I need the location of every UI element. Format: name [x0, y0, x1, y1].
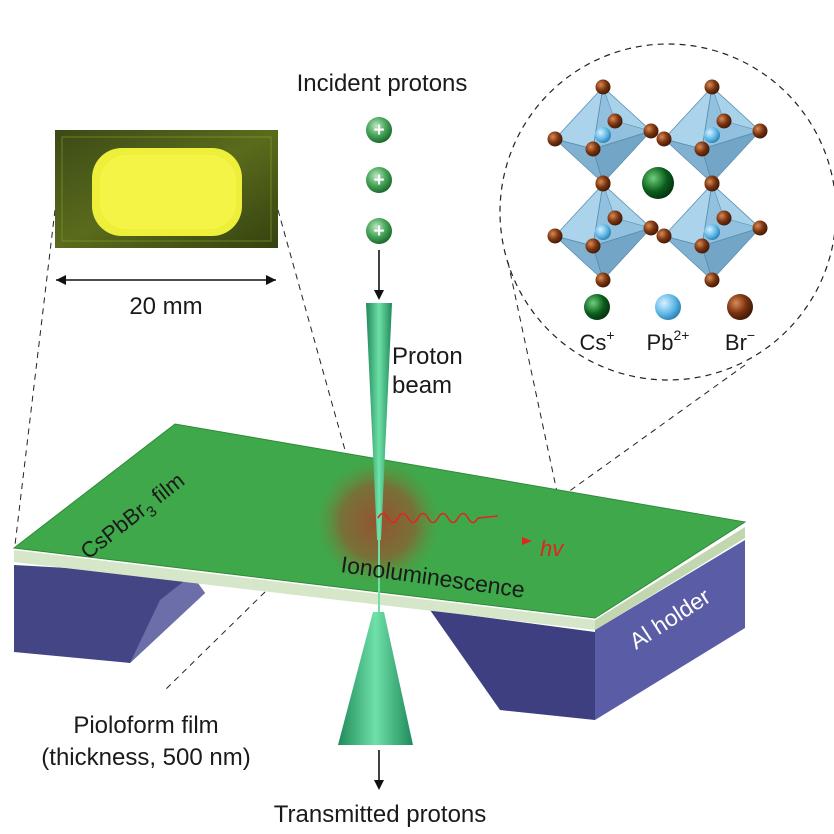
- beam-lower-cone: [338, 612, 413, 745]
- incident-arrow: [374, 250, 384, 300]
- legend-pb-atom: [655, 294, 681, 320]
- pb-atom: [595, 224, 611, 240]
- proton-1-symbol: +: [373, 120, 384, 141]
- legend-pb-label: Pb2+: [647, 327, 690, 355]
- proton-2: +: [366, 167, 392, 193]
- br-atom: [585, 238, 601, 254]
- legend-br-charge: −: [747, 327, 755, 343]
- br-atom: [585, 141, 601, 157]
- octahedron-face: [592, 227, 653, 281]
- pioloform-label-line1: Pioloform film: [73, 712, 218, 739]
- br-atom: [607, 113, 623, 129]
- octahedron-face: [592, 130, 653, 184]
- proton-3-symbol: +: [373, 221, 384, 242]
- br-atom: [595, 176, 611, 192]
- br-atom: [547, 228, 563, 244]
- scale-bar-label: 20 mm: [129, 293, 202, 320]
- proton-beam-label-line2: beam: [392, 372, 452, 399]
- legend-atoms: [584, 294, 753, 320]
- projection-lines-photo: [14, 209, 346, 546]
- beam-upper-cone: [366, 303, 392, 540]
- br-atom: [694, 238, 710, 254]
- cs-atom: [642, 167, 674, 199]
- sample-photo: [55, 130, 278, 248]
- proton-beam-label-line1: Proton: [392, 343, 463, 370]
- crystal-structure: [547, 79, 768, 288]
- br-atom: [595, 79, 611, 95]
- al-holder: [14, 540, 745, 720]
- br-atom: [595, 272, 611, 288]
- holder-left-front: [14, 565, 205, 663]
- legend-pb-element: Pb: [647, 330, 674, 355]
- octahedron-face: [701, 227, 762, 281]
- emission-arrowhead: [522, 537, 532, 545]
- proton-1: +: [366, 117, 392, 143]
- br-atom: [694, 141, 710, 157]
- scale-bar: [56, 275, 276, 285]
- holder-left-inner: [130, 575, 205, 663]
- pioloform-film: [14, 527, 745, 630]
- transmitted-arrow: [374, 750, 384, 790]
- pioloform-pointer: [164, 591, 266, 691]
- legend-br-atom: [727, 294, 753, 320]
- pioloform-label-line2: (thickness, 500 nm): [41, 744, 250, 771]
- hv-label: hv: [540, 536, 565, 561]
- proton-3: +: [366, 218, 392, 244]
- legend-cs-charge: +: [606, 327, 614, 343]
- legend-cs-element: Cs: [579, 330, 606, 355]
- br-atom: [643, 123, 659, 139]
- br-atom: [716, 210, 732, 226]
- br-atom: [704, 176, 720, 192]
- legend-pb-charge: 2+: [673, 327, 689, 343]
- br-atom: [704, 272, 720, 288]
- pb-atom: [704, 224, 720, 240]
- octahedron-face: [701, 130, 762, 184]
- br-atom: [656, 228, 672, 244]
- holder-right-side: [595, 540, 745, 720]
- br-atom: [752, 220, 768, 236]
- transmitted-protons-label: Transmitted protons: [274, 801, 487, 828]
- legend-br-element: Br: [725, 330, 747, 355]
- br-atom: [656, 131, 672, 147]
- legend-br-label: Br−: [725, 327, 755, 355]
- pb-atom: [595, 127, 611, 143]
- holder-right-front: [430, 610, 595, 720]
- emission-wave: [377, 512, 499, 524]
- proton-2-symbol: +: [373, 170, 384, 191]
- br-atom: [643, 220, 659, 236]
- br-atom: [607, 210, 623, 226]
- incident-protons-label: Incident protons: [297, 70, 468, 97]
- pb-atom: [704, 127, 720, 143]
- br-atom: [716, 113, 732, 129]
- br-atom: [704, 79, 720, 95]
- legend-cs-label: Cs+: [579, 327, 614, 355]
- legend-cs-atom: [584, 294, 610, 320]
- projection-lines-crystal: [507, 261, 746, 501]
- br-atom: [547, 131, 563, 147]
- br-atom: [752, 123, 768, 139]
